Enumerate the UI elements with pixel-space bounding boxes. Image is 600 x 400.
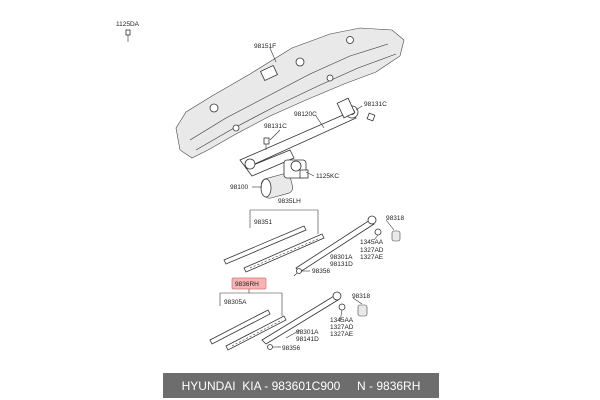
clip-98356-bot: [267, 344, 279, 350]
clip-98356-top: [296, 268, 308, 274]
label-98151f: 98151F: [254, 43, 276, 50]
nut-1345aa-bot: [338, 303, 346, 311]
label-98305a: 98305A: [224, 299, 247, 306]
label-98301a-bot: 98301A: [296, 329, 319, 336]
group-9836rh-bracket: [219, 289, 283, 316]
bolt-98131c-top: [366, 112, 376, 122]
cowl-panel: [175, 27, 405, 159]
label-98318-bot: 98318: [352, 293, 370, 300]
wiper-blade-rh: [209, 309, 287, 351]
bolt-1125da: [125, 29, 131, 42]
wiper-blade-lh: [223, 225, 325, 273]
label-98356-bot: 98356: [282, 345, 300, 352]
wiper-arm-rh: [261, 291, 342, 345]
wiper-linkage: [239, 97, 359, 177]
label-98351: 98351: [254, 219, 272, 226]
label-1125kc: 1125KC: [316, 173, 339, 180]
label-1327ad-top: 1327AD: [360, 247, 384, 254]
nut-1345aa-top: [374, 228, 382, 236]
label-98131c-left: 98131C: [264, 123, 287, 130]
wiper-motor: [260, 159, 309, 199]
label-1327ad-bot: 1327AD: [330, 324, 354, 331]
label-98131c-top: 98131C: [364, 101, 387, 108]
label-1345aa-bot: 1345AA: [330, 317, 354, 324]
label-98141d: 98141D: [296, 336, 319, 343]
label-98131d: 98131D: [330, 261, 353, 268]
part-labels: 1125DA 98151F 98131C 98120C 98131C 1125K…: [116, 21, 404, 352]
label-98356-top: 98356: [312, 268, 330, 275]
label-98120c: 98120C: [294, 111, 317, 118]
label-1327ae-bot: 1327AE: [330, 331, 354, 338]
bolt-98131c-left: [263, 137, 270, 150]
label-9835lh: 9835LH: [278, 198, 301, 205]
label-98100: 98100: [230, 184, 248, 191]
label-9836rh: 9836RH: [235, 281, 259, 288]
label-1125da: 1125DA: [116, 21, 140, 28]
label-1345aa-top: 1345AA: [360, 239, 384, 246]
part-number-footer: HYUNDAI KIA - 983601C900 N - 9836RH: [163, 373, 439, 398]
leader-lines: [252, 47, 395, 348]
label-98301a-top: 98301A: [330, 254, 353, 261]
label-98318-top: 98318: [386, 215, 404, 222]
label-1327ae-top: 1327AE: [360, 254, 384, 261]
group-9835lh-bracket: [249, 209, 319, 234]
cap-98318-top: [391, 230, 401, 242]
cap-98318-bot: [357, 304, 368, 317]
